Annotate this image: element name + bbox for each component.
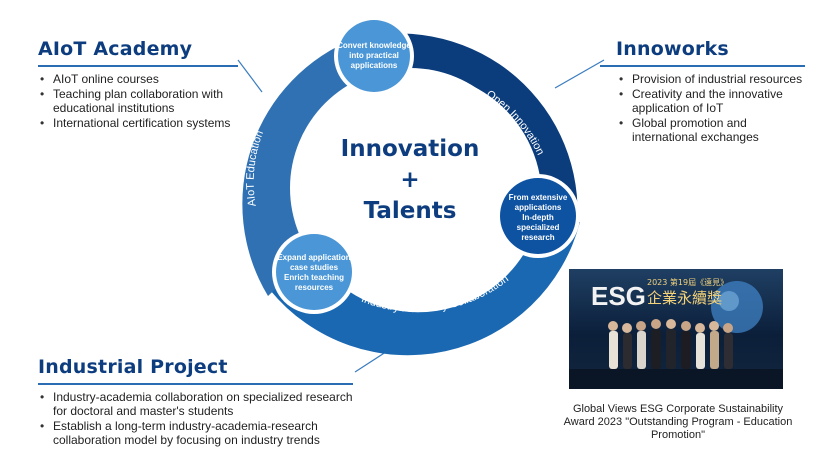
center-line-talents: Talents: [363, 198, 457, 224]
aiot-academy-title: AIoT Academy: [38, 38, 193, 60]
bubble-top-text: Convert knowledge into practical applica…: [337, 41, 411, 70]
list-item: International certification systems: [38, 116, 278, 130]
list-item: Creativity and the innovative applicatio…: [617, 87, 805, 115]
stage-floor: [569, 369, 783, 389]
list-item: Industry-academia collaboration on speci…: [38, 390, 358, 418]
innoworks-title: Innoworks: [616, 38, 729, 60]
innoworks-rule: [600, 65, 805, 67]
photo-banner-chinese: 企業永續獎: [647, 289, 722, 307]
bubble-left-text: Expand application case studies Enrich t…: [277, 253, 351, 292]
ring-segment-industry-academy: [270, 215, 580, 356]
center-title: Innovation + Talents: [325, 134, 495, 227]
aiot-academy-panel: AIoT Academy AIoT online courses Teachin…: [38, 38, 278, 131]
aiot-academy-list: AIoT online courses Teaching plan collab…: [38, 72, 278, 130]
innoworks-list: Provision of industrial resources Creati…: [600, 72, 805, 144]
list-item: Provision of industrial resources: [617, 72, 805, 86]
industrial-project-panel: Industrial Project Industry-academia col…: [38, 356, 358, 448]
photo-banner-esg: ESG: [591, 281, 646, 311]
list-item: AIoT online courses: [38, 72, 278, 86]
photo-banner-subtitle: 2023 第19屆《遠見》: [647, 277, 728, 287]
innoworks-panel: Innoworks Provision of industrial resour…: [600, 38, 805, 145]
award-caption: Global Views ESG Corporate Sustainabilit…: [563, 403, 793, 441]
connector-innoworks: [554, 59, 605, 89]
list-item: Teaching plan collaboration with educati…: [38, 87, 278, 115]
list-item: Establish a long-term industry-academia-…: [38, 419, 358, 447]
industrial-project-title: Industrial Project: [38, 356, 228, 378]
award-recipients: [608, 319, 733, 369]
center-line-plus: +: [400, 167, 420, 193]
bubble-right-text: From extensive applications In-depth spe…: [508, 193, 568, 242]
aiot-academy-rule: [38, 65, 238, 67]
list-item: Global promotion and international excha…: [617, 116, 805, 144]
award-ceremony-photo: ESG 2023 第19屆《遠見》 企業永續獎: [569, 269, 783, 389]
industrial-project-rule: [38, 383, 353, 385]
ring-segment-aiot-education: [242, 38, 395, 296]
center-line-innovation: Innovation: [340, 136, 480, 162]
ring-inner-core: [290, 68, 530, 308]
industrial-project-list: Industry-academia collaboration on speci…: [38, 390, 358, 447]
award-photo-illustration: ESG 2023 第19屆《遠見》 企業永續獎: [569, 277, 783, 389]
